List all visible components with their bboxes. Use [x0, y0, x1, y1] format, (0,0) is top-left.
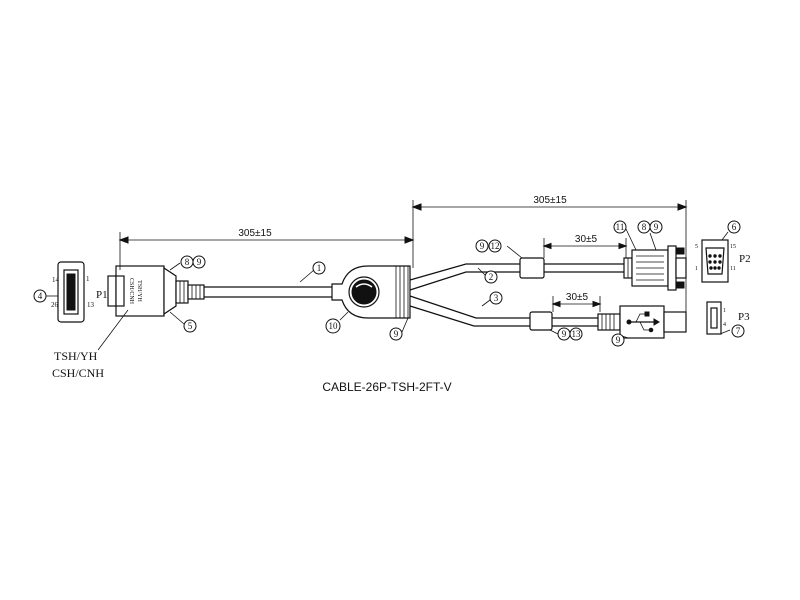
- svg-text:10: 10: [329, 321, 339, 331]
- dimension-usb-label: 30±5: [566, 292, 589, 303]
- p1-pin-14: 14: [52, 276, 60, 284]
- dimension-branch: 305±15: [411, 195, 688, 312]
- dimension-usb-ferrite: 30±5: [551, 292, 602, 312]
- balloon-10-leader: [339, 311, 349, 321]
- balloon-5: [183, 319, 197, 333]
- p1-label: P1: [96, 289, 108, 301]
- balloon-8-9-leader: [169, 262, 181, 271]
- svg-text:6: 6: [732, 222, 737, 232]
- balloon-11: [613, 220, 627, 234]
- usb-branch-top: [409, 295, 530, 319]
- housing-text-line2: CSH/CNH: [52, 366, 104, 380]
- svg-text:8: 8: [642, 222, 647, 232]
- dimension-branch-label: 305±15: [533, 195, 567, 206]
- usb-symbol-icon: [626, 311, 660, 333]
- balloon-7: [731, 324, 745, 338]
- p3-label: P3: [738, 311, 750, 323]
- dimension-main: 305±15: [118, 200, 415, 270]
- balloon-2: [484, 270, 498, 284]
- vga-branch-bottom: [409, 271, 520, 291]
- dimension-vga-ferrite: 30±5: [542, 234, 628, 258]
- dimension-main-label: 305±15: [238, 228, 272, 239]
- vga-branch-top: [409, 263, 520, 281]
- balloon-3: [489, 291, 503, 305]
- vga-plug: [623, 245, 687, 291]
- svg-text:9: 9: [197, 257, 202, 267]
- p2-label: P2: [739, 253, 751, 265]
- p1-pin-13: 13: [87, 301, 95, 309]
- dimension-vga-label: 30±5: [575, 234, 598, 245]
- balloon-6: [727, 220, 741, 234]
- p3-pin-1: 1: [723, 308, 726, 314]
- svg-text:12: 12: [491, 241, 500, 251]
- p1-plug-side-view: TSH/YH CSH/CNH: [107, 265, 205, 317]
- p2-face-view: 5 15 1 11 P2: [695, 239, 751, 283]
- svg-text:8: 8: [185, 257, 190, 267]
- balloon-9-p1: [192, 255, 206, 269]
- splitter-molding: [331, 265, 411, 319]
- p1-face-view: 14 1 26 13 P1: [51, 261, 108, 323]
- balloon-9-usb-plug: [611, 333, 625, 347]
- housing-text-line1: TSH/YH: [54, 349, 98, 363]
- svg-text:9: 9: [616, 335, 621, 345]
- p2-pin-5: 5: [695, 244, 698, 250]
- vga-ferrite: [519, 257, 545, 279]
- balloon-5-leader: [169, 311, 185, 325]
- p2-pin-1: 1: [695, 266, 698, 272]
- balloon-4: [33, 289, 47, 303]
- p3-face-view: 1 4 P3: [706, 301, 750, 335]
- usb-branch-bottom: [409, 305, 530, 327]
- balloon-1: [312, 261, 326, 275]
- svg-text:3: 3: [494, 293, 499, 303]
- svg-text:13: 13: [572, 329, 582, 339]
- housing-text-leader: [97, 309, 129, 351]
- svg-text:9: 9: [654, 222, 659, 232]
- svg-text:7: 7: [736, 326, 741, 336]
- svg-text:5: 5: [188, 321, 193, 331]
- p3-pin-4: 4: [723, 322, 726, 328]
- balloon-9-vga: [475, 239, 489, 253]
- svg-text:2: 2: [489, 272, 494, 282]
- svg-text:11: 11: [616, 222, 625, 232]
- usb-ferrite: [529, 311, 553, 331]
- balloon-4-number: 4: [38, 291, 43, 301]
- p2-pin-15: 15: [730, 244, 736, 250]
- svg-text:1: 1: [317, 263, 322, 273]
- plug-side-text-1: TSH/YH: [136, 280, 142, 302]
- plug-side-text-2: CSH/CNH: [128, 278, 134, 305]
- balloon-12: [488, 239, 502, 253]
- balloon-9-vga-plug: [649, 220, 663, 234]
- p2-pin-11: 11: [730, 266, 736, 272]
- svg-text:9: 9: [480, 241, 485, 251]
- balloon-10: [325, 318, 341, 334]
- balloon-13: [569, 327, 583, 341]
- p1-pin-26: 26: [51, 301, 59, 309]
- balloon-1-leader: [299, 269, 315, 283]
- balloon-9-split-leader: [401, 317, 409, 333]
- p1-pin-1: 1: [86, 275, 90, 283]
- usb-plug: [597, 305, 687, 339]
- svg-text:9: 9: [562, 329, 567, 339]
- svg-text:9: 9: [394, 329, 399, 339]
- balloon-9-splitter: [389, 327, 403, 341]
- drawing-title: CABLE-26P-TSH-2FT-V: [322, 380, 451, 394]
